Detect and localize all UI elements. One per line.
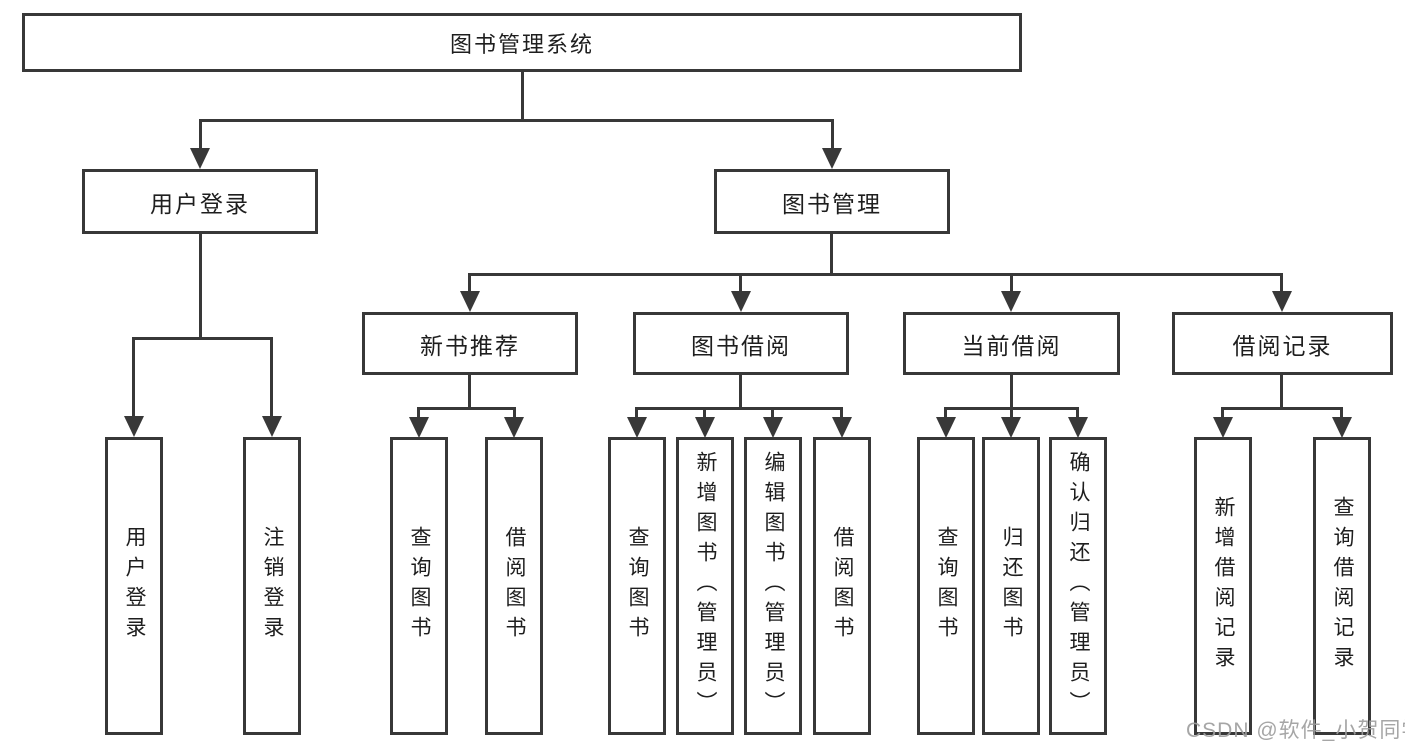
arrow-down-icon: [1272, 291, 1292, 312]
node-new-book-recommend-label: 新书推荐: [420, 332, 520, 359]
leaf-logout: 注销登录: [243, 437, 301, 735]
leaf-recommend-query-book-label: 查询图书: [408, 526, 431, 646]
leaf-borrow-borrow-book: 借阅图书: [813, 437, 871, 735]
node-borrow-record-label: 借阅记录: [1232, 332, 1333, 359]
connector-login-drop-1: [132, 337, 135, 417]
leaf-user-login-label: 用户登录: [123, 526, 146, 646]
leaf-current-confirm-return-admin: 确认归还（管理员）: [1049, 437, 1107, 735]
connector-borrow-bar: [635, 407, 843, 410]
connector-record-stem: [1280, 375, 1283, 407]
leaf-record-query-borrow-record: 查询借阅记录: [1313, 437, 1371, 735]
connector-mgmt-drop-4: [1280, 273, 1283, 292]
node-book-borrow: 图书借阅: [633, 312, 849, 375]
leaf-current-return-book: 归还图书: [982, 437, 1040, 735]
leaf-recommend-query-book: 查询图书: [390, 437, 448, 735]
leaf-borrow-query-book-label: 查询图书: [626, 526, 649, 646]
leaf-recommend-borrow-book-label: 借阅图书: [503, 526, 526, 646]
leaf-borrow-add-book-admin-label: 新增图书（管理员）: [694, 451, 717, 721]
arrow-down-icon: [504, 417, 524, 438]
leaf-record-add-borrow-record-label: 新增借阅记录: [1212, 496, 1235, 676]
arrow-down-icon: [262, 416, 282, 437]
connector-recommend-bar: [417, 407, 516, 410]
connector-record-drop-1: [1221, 407, 1224, 418]
connector-mgmt-bar: [468, 273, 1283, 276]
connector-borrow-drop-3: [771, 407, 774, 418]
node-root-label: 图书管理系统: [449, 31, 594, 57]
connector-login-drop-2: [270, 337, 273, 417]
connector-mgmt-drop-1: [468, 273, 471, 292]
node-book-management-label: 图书管理: [782, 190, 882, 217]
connector-root-drop-left: [199, 119, 202, 148]
leaf-record-add-borrow-record: 新增借阅记录: [1194, 437, 1252, 735]
connector-current-drop-2: [1010, 407, 1013, 418]
watermark: CSDN @软件_小贺同学: [1186, 719, 1405, 742]
node-current-borrow: 当前借阅: [903, 312, 1120, 375]
leaf-current-query-book-label: 查询图书: [935, 526, 958, 646]
arrow-down-icon: [627, 417, 647, 438]
arrow-down-icon: [936, 417, 956, 438]
leaf-current-query-book: 查询图书: [917, 437, 975, 735]
arrow-down-icon: [460, 291, 480, 312]
connector-login-stem: [199, 234, 202, 337]
connector-recommend-drop-1: [417, 407, 420, 418]
connector-mgmt-drop-2: [739, 273, 742, 292]
node-current-borrow-label: 当前借阅: [961, 332, 1062, 359]
leaf-borrow-edit-book-admin-label: 编辑图书（管理员）: [762, 451, 785, 721]
connector-current-drop-1: [944, 407, 947, 418]
arrow-down-icon: [832, 417, 852, 438]
leaf-current-confirm-return-admin-label: 确认归还（管理员）: [1067, 451, 1090, 721]
connector-mgmt-drop-3: [1010, 273, 1013, 292]
arrow-down-icon: [1068, 417, 1088, 438]
arrow-down-icon: [1213, 417, 1233, 438]
arrow-down-icon: [1332, 417, 1352, 438]
arrow-down-icon: [124, 416, 144, 437]
leaf-logout-label: 注销登录: [261, 526, 284, 646]
connector-record-bar: [1221, 407, 1343, 410]
node-new-book-recommend: 新书推荐: [362, 312, 578, 375]
arrow-down-icon: [731, 291, 751, 312]
arrow-down-icon: [822, 148, 842, 169]
connector-current-stem: [1010, 375, 1013, 407]
connector-borrow-drop-4: [840, 407, 843, 418]
connector-recommend-stem: [468, 375, 471, 407]
connector-borrow-stem: [739, 375, 742, 407]
leaf-borrow-edit-book-admin: 编辑图书（管理员）: [744, 437, 802, 735]
arrow-down-icon: [763, 417, 783, 438]
leaf-user-login: 用户登录: [105, 437, 163, 735]
leaf-borrow-query-book: 查询图书: [608, 437, 666, 735]
node-book-borrow-label: 图书借阅: [691, 332, 791, 359]
node-borrow-record: 借阅记录: [1172, 312, 1393, 375]
connector-root-stem: [521, 71, 524, 119]
arrow-down-icon: [1001, 291, 1021, 312]
connector-root-bar: [199, 119, 834, 122]
connector-record-drop-2: [1340, 407, 1343, 418]
arrow-down-icon: [409, 417, 429, 438]
arrow-down-icon: [190, 148, 210, 169]
connector-borrow-drop-2: [703, 407, 706, 418]
node-book-management: 图书管理: [714, 169, 950, 234]
arrow-down-icon: [1001, 417, 1021, 438]
connector-current-drop-3: [1076, 407, 1079, 418]
connector-login-bar: [132, 337, 273, 340]
node-root: 图书管理系统: [22, 13, 1022, 72]
node-user-login-label: 用户登录: [150, 190, 250, 217]
leaf-borrow-borrow-book-label: 借阅图书: [831, 526, 854, 646]
connector-root-drop-right: [831, 119, 834, 148]
leaf-record-query-borrow-record-label: 查询借阅记录: [1331, 496, 1354, 676]
leaf-recommend-borrow-book: 借阅图书: [485, 437, 543, 735]
leaf-borrow-add-book-admin: 新增图书（管理员）: [676, 437, 734, 735]
node-user-login: 用户登录: [82, 169, 318, 234]
connector-borrow-drop-1: [635, 407, 638, 418]
connector-recommend-drop-2: [513, 407, 516, 418]
connector-mgmt-stem: [830, 234, 833, 273]
leaf-current-return-book-label: 归还图书: [1000, 526, 1023, 646]
arrow-down-icon: [695, 417, 715, 438]
